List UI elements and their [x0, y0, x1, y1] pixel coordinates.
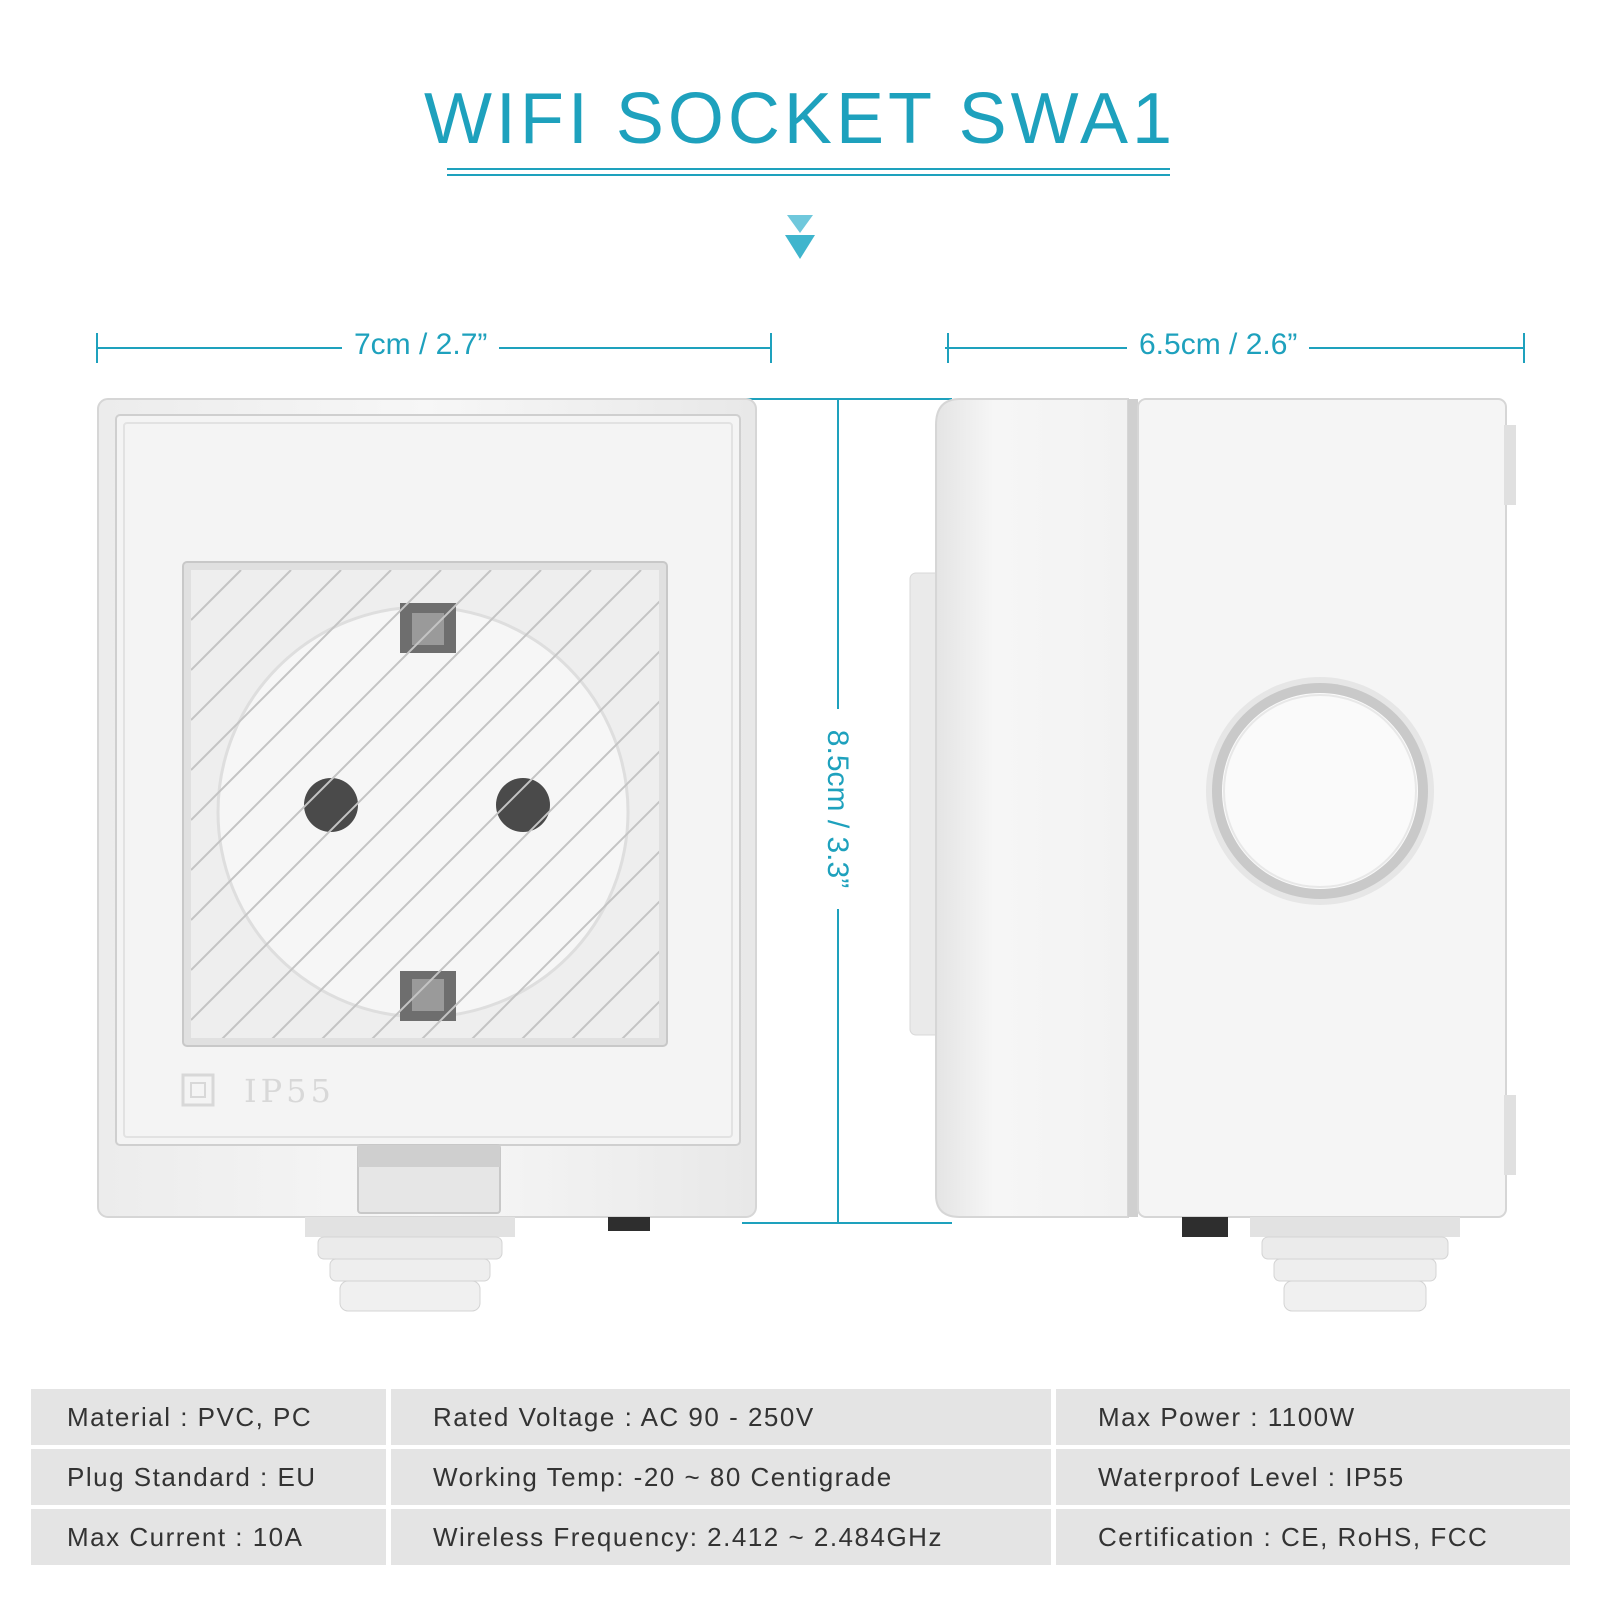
- spec-max-power: Max Power : 1100W: [1056, 1389, 1570, 1445]
- table-row: Plug Standard : EU Working Temp: -20 ~ 8…: [31, 1449, 1570, 1505]
- spec-certification: Certification : CE, RoHS, FCC: [1056, 1509, 1570, 1565]
- front-width-tick-left: [96, 333, 98, 363]
- side-width-tick-left: [947, 333, 949, 363]
- spec-material: Material : PVC, PC: [31, 1389, 386, 1445]
- specs-table: Material : PVC, PC Rated Voltage : AC 90…: [31, 1389, 1570, 1569]
- front-width-label: 7cm / 2.7”: [342, 328, 500, 362]
- table-row: Max Current : 10A Wireless Frequency: 2.…: [31, 1509, 1570, 1565]
- height-label: 8.5cm / 3.3”: [820, 709, 854, 909]
- spec-plug-standard: Plug Standard : EU: [31, 1449, 386, 1505]
- page-title: WIFI SOCKET SWA1: [423, 79, 1177, 159]
- title-underline: [447, 168, 1170, 170]
- chevron-down-icon: [785, 215, 815, 259]
- socket-side-view: [909, 398, 1516, 1312]
- spec-rated-voltage: Rated Voltage : AC 90 - 250V: [391, 1389, 1051, 1445]
- spec-max-current: Max Current : 10A: [31, 1509, 386, 1565]
- spec-wireless-frequency: Wireless Frequency: 2.412 ~ 2.484GHz: [391, 1509, 1051, 1565]
- front-width-tick-right: [770, 333, 772, 363]
- title-underline-second: [447, 174, 1170, 176]
- side-width-label: 6.5cm / 2.6”: [1127, 328, 1310, 362]
- height-tick-bottom: [742, 1222, 952, 1224]
- spec-waterproof-level: Waterproof Level : IP55: [1056, 1449, 1570, 1505]
- ip-rating-mark: IP55: [244, 1072, 335, 1110]
- height-tick-top: [742, 398, 952, 400]
- socket-front-view: [97, 398, 757, 1312]
- side-width-tick-right: [1523, 333, 1525, 363]
- spec-working-temp: Working Temp: -20 ~ 80 Centigrade: [391, 1449, 1051, 1505]
- table-row: Material : PVC, PC Rated Voltage : AC 90…: [31, 1389, 1570, 1445]
